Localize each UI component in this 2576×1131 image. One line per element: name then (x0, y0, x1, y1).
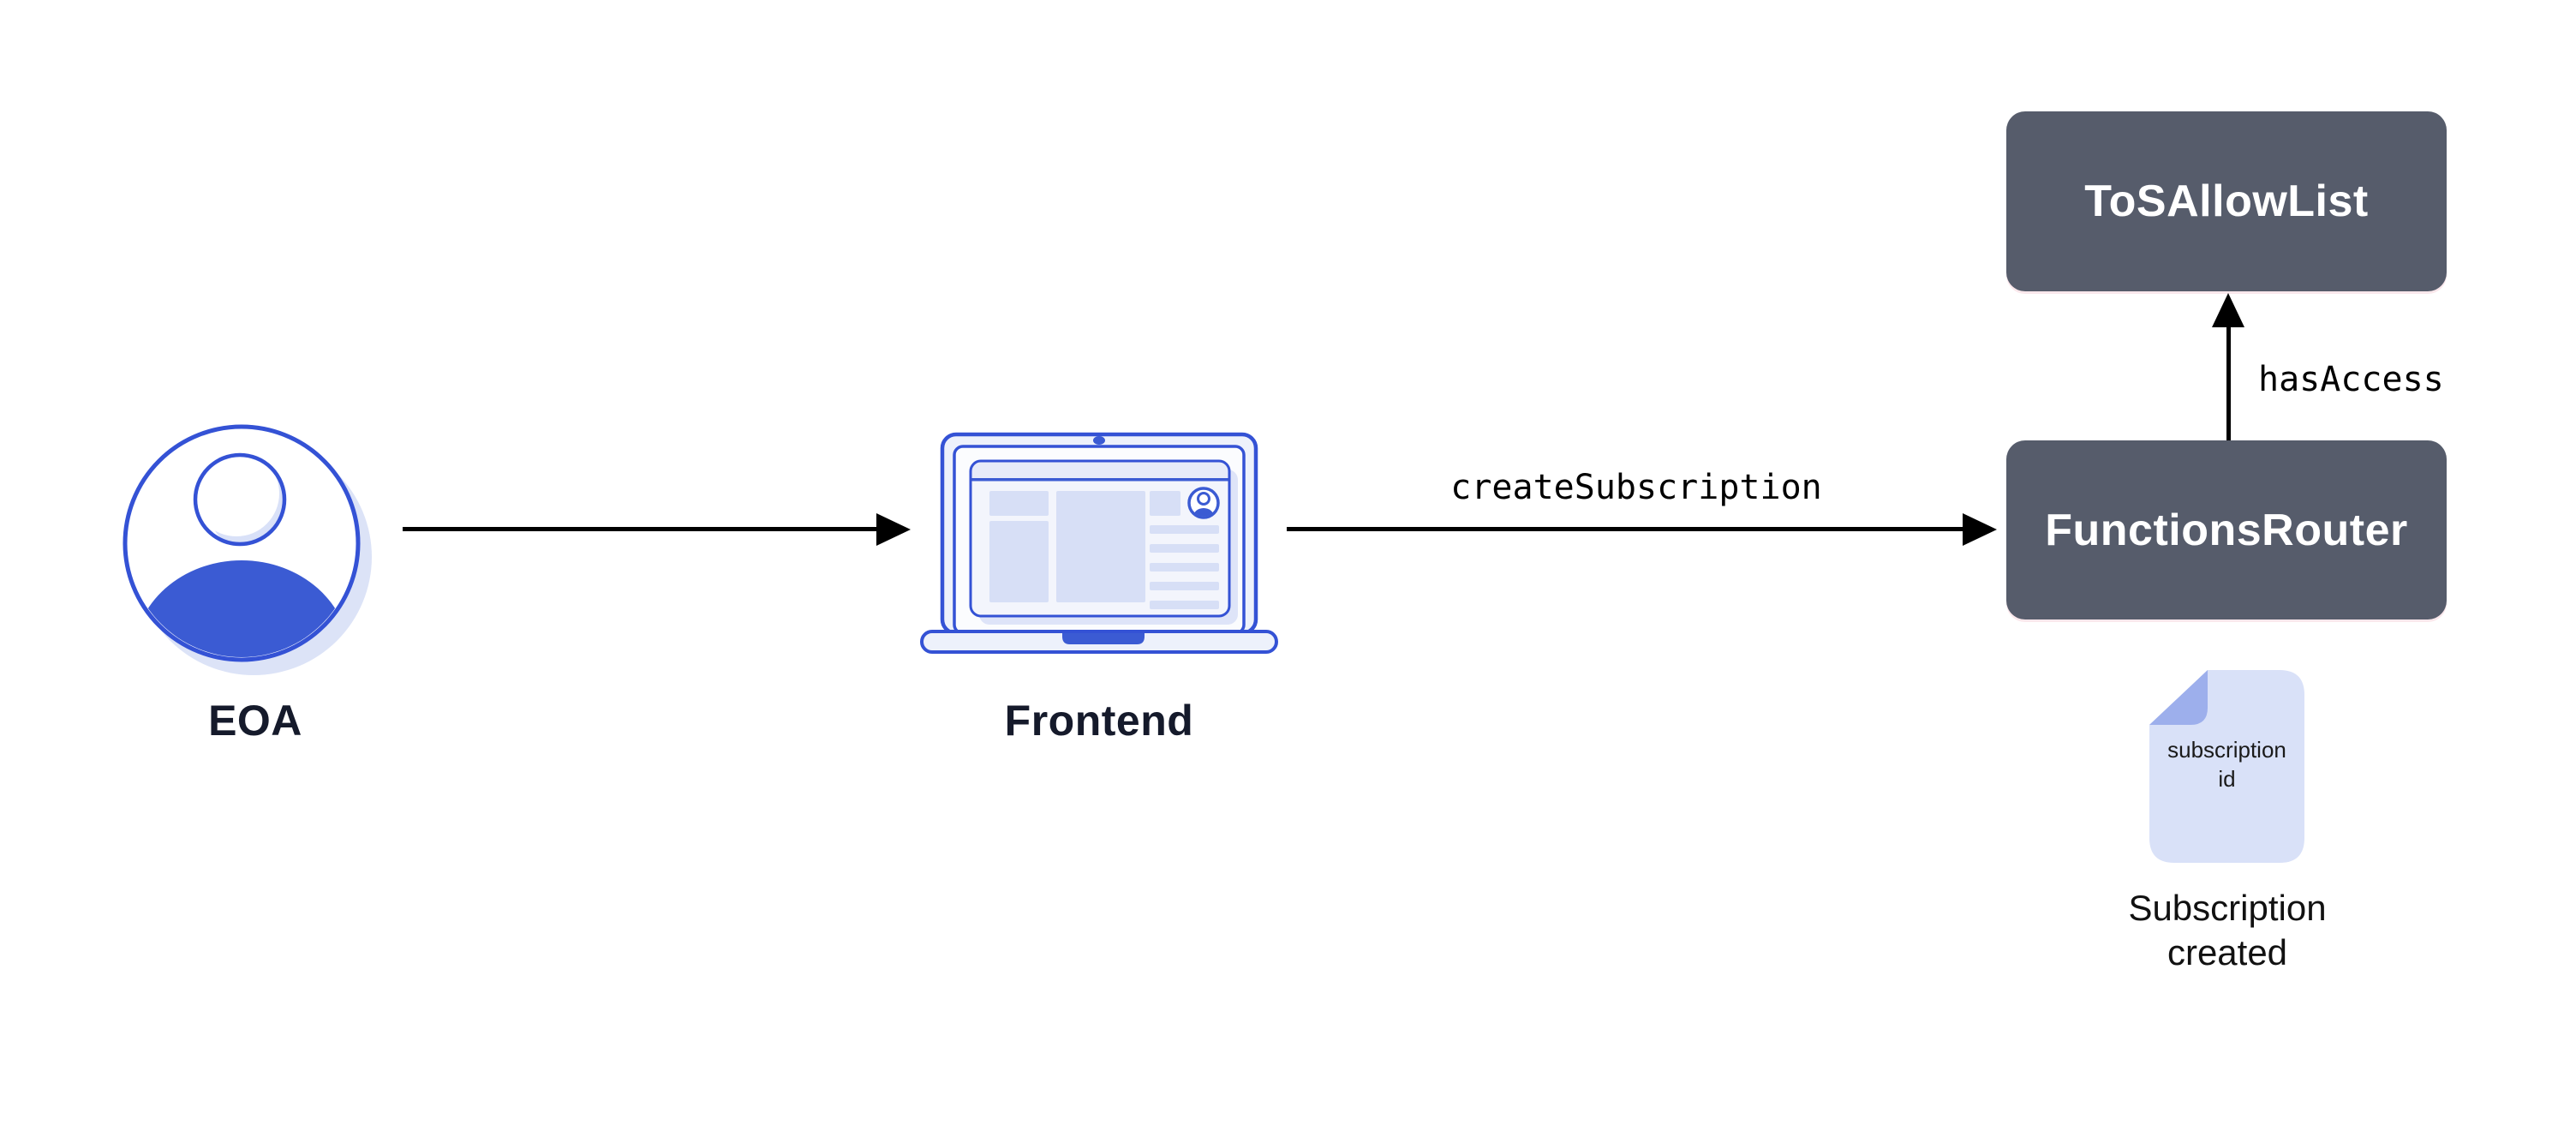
document-icon (2149, 670, 2304, 863)
arrow-shaft (2226, 326, 2231, 440)
user-avatar-icon (123, 424, 372, 675)
functions-router-box: FunctionsRouter (2006, 440, 2447, 619)
arrow-head-icon (1963, 513, 1997, 546)
subscription-id-text: subscription id (2167, 737, 2286, 792)
frontend-label: Frontend (1004, 697, 1194, 745)
tos-allow-list-label: ToSAllowList (2084, 177, 2369, 226)
functions-router-label: FunctionsRouter (2045, 505, 2408, 555)
arrow-shaft (1287, 527, 1963, 531)
create-subscription-edge-label: createSubscription (1450, 468, 1822, 507)
subscription-created-caption: Subscription created (2128, 888, 2327, 972)
arrow-head-icon (2212, 293, 2244, 327)
tos-allow-list-box: ToSAllowList (2006, 111, 2447, 291)
eoa-label: EOA (208, 697, 302, 745)
laptop-icon (920, 432, 1278, 654)
arrow-head-icon (876, 513, 911, 546)
arrow-shaft (403, 527, 877, 531)
has-access-edge-label: hasAccess (2258, 360, 2444, 399)
